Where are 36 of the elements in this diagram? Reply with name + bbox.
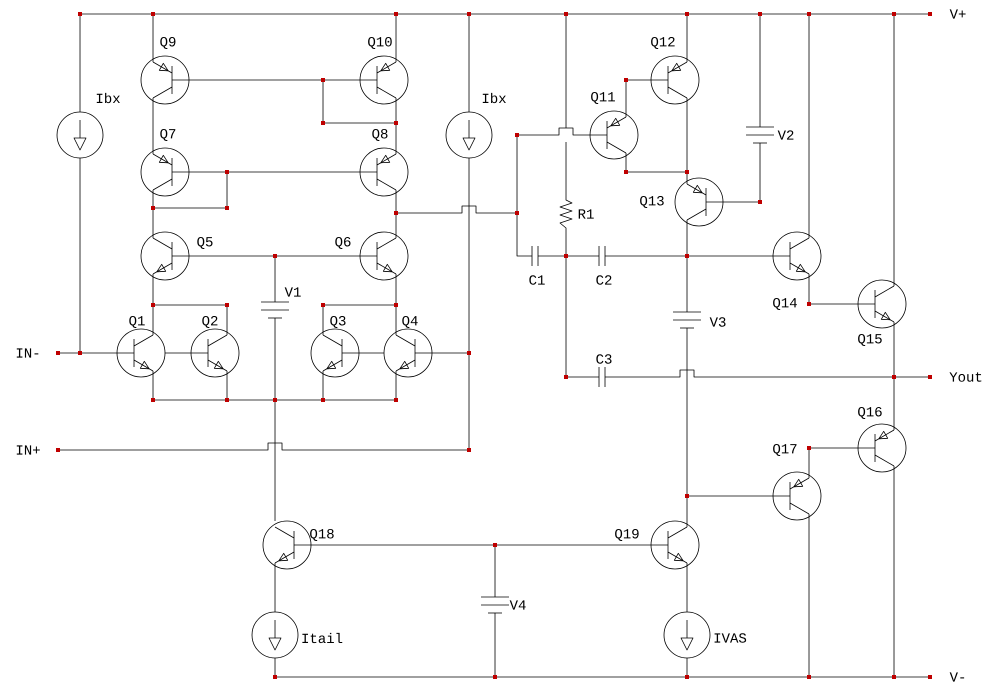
component-label: Q9 [160, 37, 176, 49]
terminal-label: IN- [16, 348, 38, 358]
component-label: Q6 [335, 237, 350, 249]
component-label: Ibx [96, 92, 120, 104]
component-label: C2 [596, 275, 612, 285]
component-label: C3 [596, 354, 612, 364]
component-label: R1 [578, 209, 594, 219]
component-label: Q15 [858, 334, 882, 346]
component-label: Q4 [402, 316, 418, 328]
component-label: Q8 [372, 129, 388, 141]
component-label: Q5 [197, 237, 213, 249]
component-label: V4 [510, 600, 526, 610]
component-label: Q7 [160, 129, 176, 141]
terminal-label: IN+ [16, 445, 40, 455]
component-label: Q17 [773, 444, 797, 456]
component-label: Q14 [773, 298, 797, 310]
component-label: Q10 [368, 37, 392, 49]
component-label: Q3 [330, 316, 346, 328]
component-label: Q2 [202, 316, 218, 328]
component-label: Q1 [129, 316, 145, 328]
component-label: Q19 [615, 529, 639, 541]
component-label: Q11 [591, 92, 615, 104]
component-label: Q13 [640, 196, 664, 208]
component-label: Q16 [858, 407, 882, 419]
terminal-label: Yout [949, 372, 982, 382]
component-label: V1 [284, 287, 301, 297]
component-label: Q18 [310, 529, 334, 541]
component-label: Ibx [482, 92, 506, 104]
component-label: V3 [710, 317, 726, 327]
terminal-label: V+ [950, 9, 966, 19]
component-label: C1 [529, 275, 545, 285]
component-label: V2 [778, 130, 794, 140]
component-label: Q12 [651, 37, 675, 49]
component-label: Itail [302, 632, 342, 644]
terminal-label: V- [950, 672, 964, 682]
component-label: IVAS [714, 633, 746, 643]
